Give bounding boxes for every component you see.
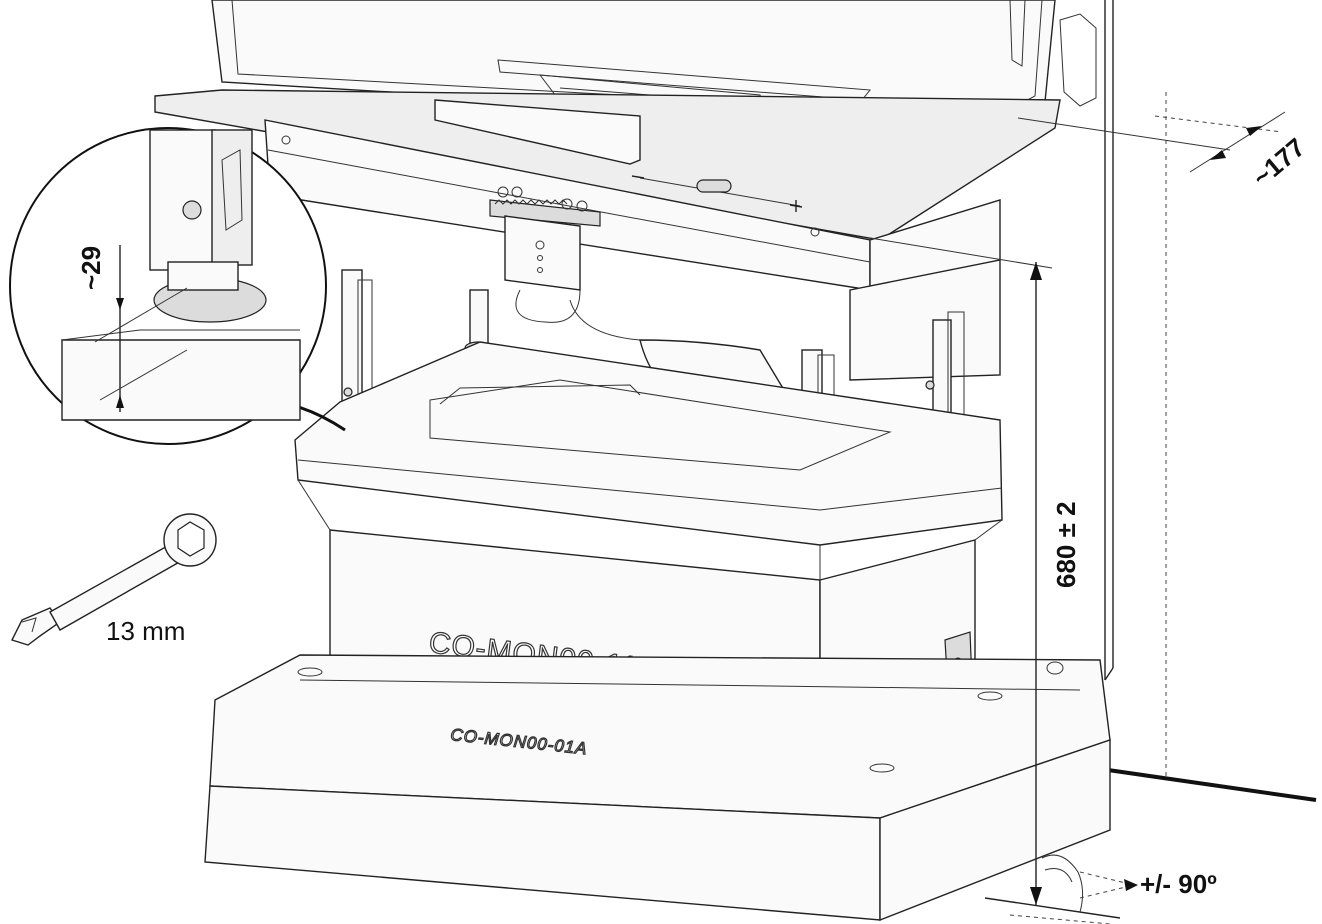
wall-offset-dimension-group: ~177 — [1017, 111, 1311, 193]
rotation-indicator: +/- 90º — [1041, 854, 1217, 913]
foot-height-dimension: ~29 — [76, 246, 106, 290]
wall-offset-dimension: ~177 — [1247, 132, 1311, 193]
floor-height-dimension-group: 680 ± 2 — [869, 237, 1081, 905]
floor-base: CO-MON00-01A — [204, 654, 1111, 922]
fireplace-body — [154, 0, 1097, 406]
wrench-icon: 13 mm — [11, 513, 217, 646]
floor-height-dimension: 680 ± 2 — [1051, 501, 1081, 588]
rotation-dimension: +/- 90º — [1140, 869, 1217, 899]
floor-line-front — [984, 897, 1121, 919]
floor-line — [1107, 768, 1317, 802]
wall — [1104, 0, 1167, 776]
detail-magnifier: ~29 — [9, 127, 346, 445]
wrench-size-label: 13 mm — [106, 616, 185, 646]
